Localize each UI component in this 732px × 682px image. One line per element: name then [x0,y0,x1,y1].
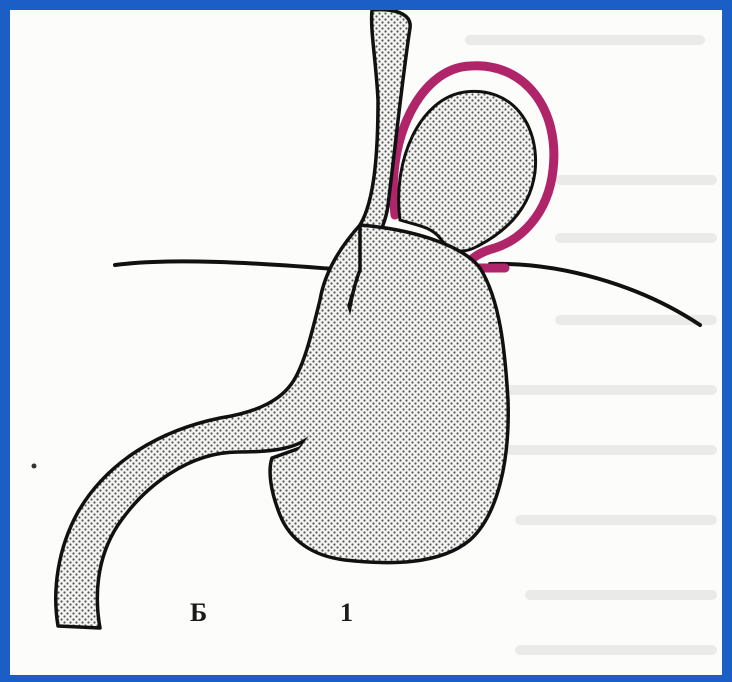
ink-speck [32,464,37,469]
herniated-fundus [399,91,536,251]
figure-label-number: 1 [340,598,353,628]
paraesophageal-hernia-diagram [10,10,722,675]
figure-label-letter: Б [190,598,207,628]
illustration-panel: Б 1 [10,10,722,675]
